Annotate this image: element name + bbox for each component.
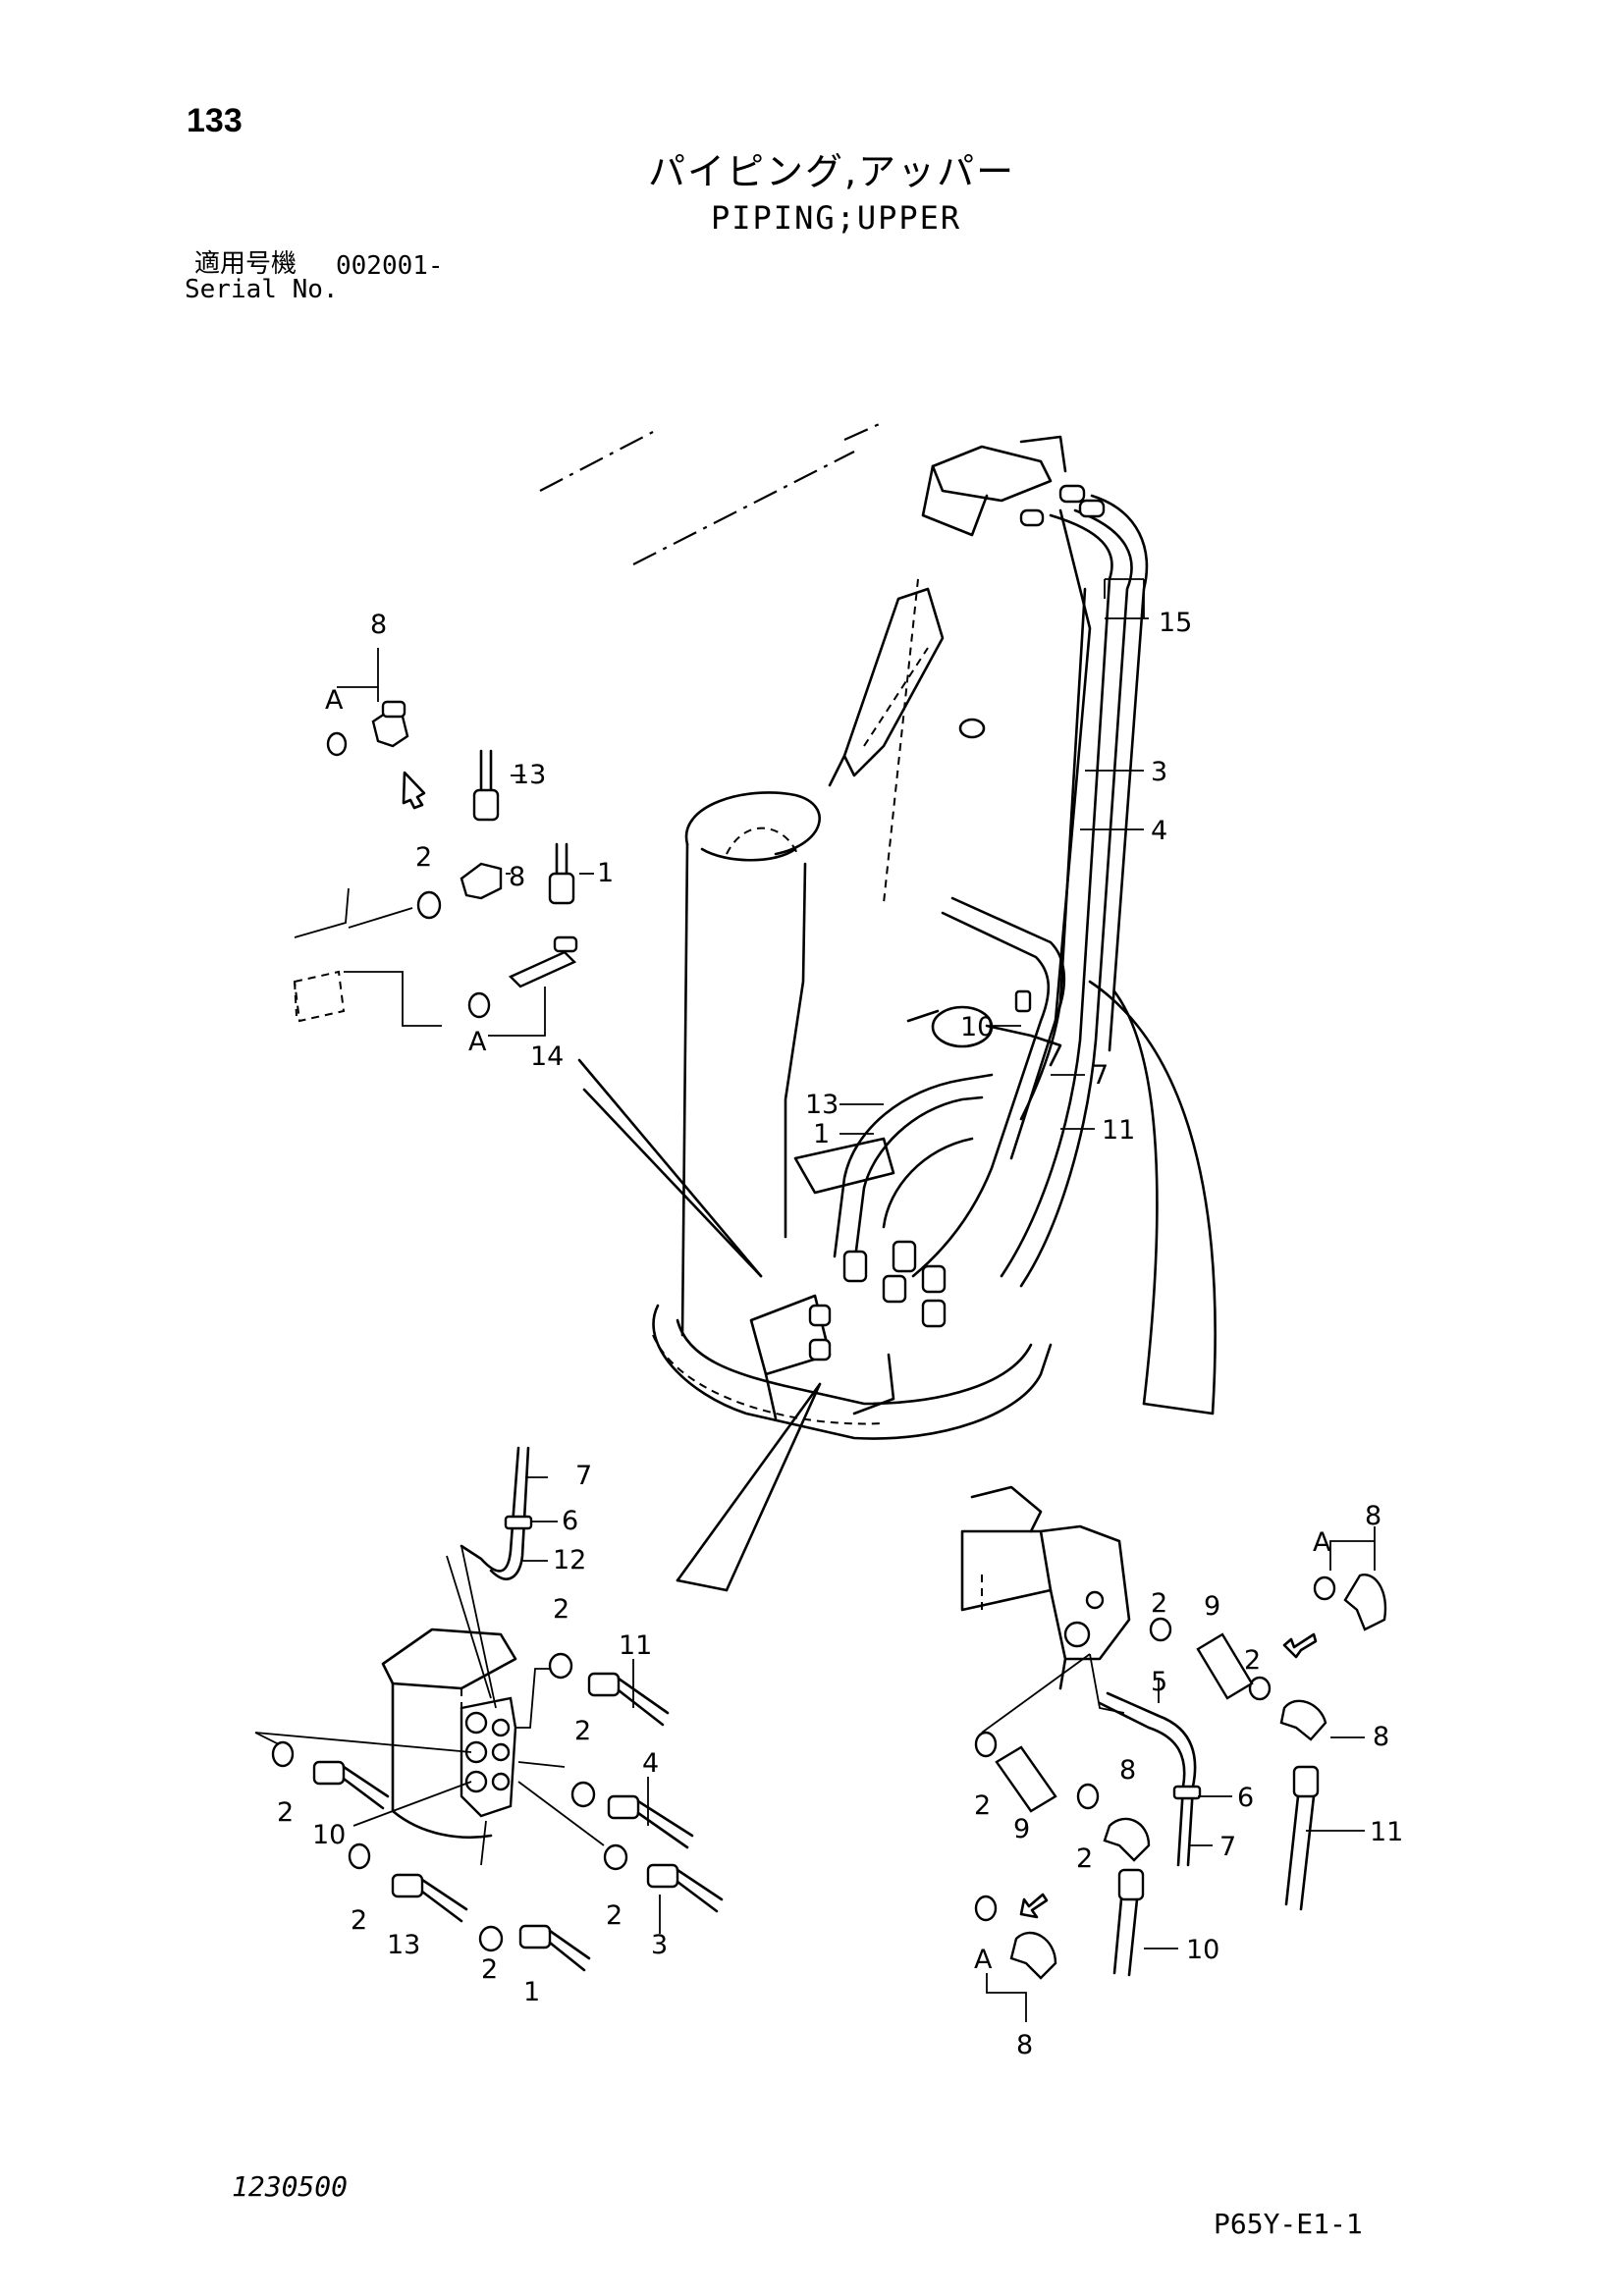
- br-callout-5: 5: [1151, 1667, 1167, 1697]
- bl-callout-2a: 2: [553, 1594, 569, 1625]
- bl-callout-13: 13: [387, 1930, 420, 1960]
- tl-callout-1: 1: [597, 858, 614, 888]
- tl-callout-A-top: A: [325, 685, 344, 716]
- tl-callout-8-top: 8: [370, 610, 387, 640]
- br-callout-9b: 9: [1013, 1814, 1030, 1844]
- bl-callout-6: 6: [562, 1506, 578, 1536]
- bl-callout-2b: 2: [574, 1716, 591, 1746]
- bl-callout-7: 7: [575, 1461, 592, 1491]
- hose-bundle: 15 3 4 10 7 13 1 11: [805, 484, 1192, 1362]
- bl-callout-2e: 2: [606, 1900, 623, 1931]
- bl-callout-3: 3: [651, 1930, 668, 1960]
- bl-callout-2c: 2: [351, 1905, 367, 1936]
- page-code: P65Y-E1-1: [1214, 2208, 1363, 2240]
- callout-13: 13: [805, 1090, 839, 1120]
- bl-callout-4: 4: [642, 1748, 659, 1779]
- callout-7: 7: [1092, 1060, 1109, 1091]
- serial-label-japanese: 適用号機: [194, 249, 298, 279]
- tl-callout-8-mid: 8: [509, 862, 525, 892]
- main-assembly: [539, 420, 1217, 1592]
- tl-callout-2: 2: [415, 842, 432, 873]
- tl-callout-A-bot: A: [468, 1027, 487, 1057]
- br-callout-8-mid: 8: [1373, 1722, 1389, 1752]
- serial-label-english: Serial No.: [185, 275, 339, 304]
- callout-15: 15: [1159, 608, 1192, 638]
- page-number: 133: [187, 102, 243, 139]
- br-callout-6: 6: [1237, 1783, 1254, 1813]
- br-callout-7: 7: [1219, 1832, 1236, 1862]
- callout-11: 11: [1102, 1115, 1135, 1146]
- detail-top-left: 8 A 13 2 8 1 A 14: [293, 610, 614, 1072]
- serial-number-value: 002001-: [336, 251, 444, 281]
- bl-callout-2d: 2: [481, 1954, 498, 1985]
- br-callout-A-top: A: [1313, 1527, 1331, 1558]
- detail-bottom-left: 7 6 12 2 11 2 4 2 10 2 13 2 2 3 1: [254, 1446, 724, 2007]
- page-title-english: PIPING;UPPER: [711, 199, 962, 237]
- br-callout-8-top: 8: [1365, 1501, 1381, 1531]
- br-callout-2b: 2: [1244, 1645, 1261, 1676]
- br-callout-11: 11: [1370, 1817, 1403, 1847]
- br-callout-A-bot: A: [974, 1945, 993, 1975]
- tl-callout-14: 14: [530, 1041, 564, 1072]
- br-callout-2a: 2: [1151, 1588, 1167, 1619]
- callout-10: 10: [960, 1012, 994, 1042]
- detail-bottom-right: 2 9 2 5 8 A 8 2 9 8 2 6 7 11 10 A 8: [960, 1485, 1403, 2060]
- br-callout-8-bot: 8: [1016, 2030, 1033, 2060]
- br-callout-2-left: 2: [974, 1790, 991, 1821]
- bl-callout-10: 10: [312, 1820, 346, 1850]
- callout-4: 4: [1151, 816, 1167, 846]
- bl-callout-1: 1: [523, 1977, 540, 2007]
- br-callout-10: 10: [1186, 1935, 1219, 1965]
- bl-callout-11: 11: [619, 1630, 652, 1661]
- br-callout-8c: 8: [1119, 1755, 1136, 1786]
- page-title-japanese: パイピング,アッパー: [648, 150, 1016, 193]
- bl-callout-2-left: 2: [277, 1797, 294, 1828]
- tl-callout-13: 13: [513, 760, 546, 790]
- br-callout-2c: 2: [1076, 1843, 1093, 1874]
- callout-1: 1: [813, 1119, 830, 1149]
- br-callout-9a: 9: [1204, 1591, 1220, 1622]
- callout-3: 3: [1151, 757, 1167, 787]
- document-number: 1230500: [232, 2170, 349, 2203]
- bl-callout-12: 12: [553, 1545, 586, 1575]
